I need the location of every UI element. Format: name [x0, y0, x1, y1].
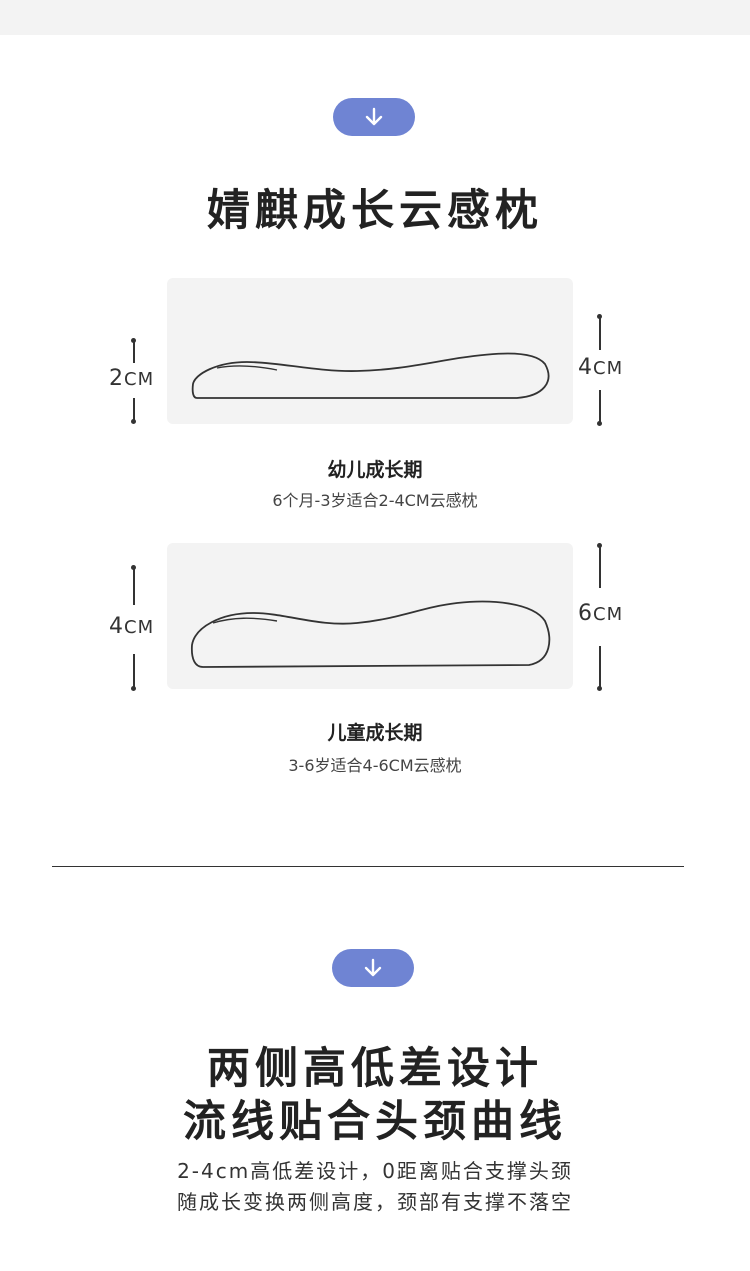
section-title: 婧麒成长云感枕: [207, 186, 543, 236]
dimension-dot: [131, 338, 136, 343]
arrow-down-icon: [365, 107, 383, 126]
dimension-line: [599, 317, 601, 350]
stage-title: 儿童成长期: [327, 722, 423, 744]
section-title-line2: 流线贴合头颈曲线: [183, 1097, 567, 1147]
section-body-line1: 2-4cm高低差设计，0距离贴合支撑头颈: [177, 1159, 573, 1183]
scroll-down-button[interactable]: [333, 98, 415, 136]
top-banner-strip: [0, 0, 750, 35]
pillow-illustration-child: [167, 543, 573, 689]
dimension-line: [133, 568, 135, 605]
stage-title: 幼儿成长期: [327, 459, 423, 481]
dimension-dot: [597, 314, 602, 319]
stage-description: 6个月-3岁适合2-4CM云感枕: [272, 491, 478, 510]
section-divider: [52, 866, 684, 867]
arrow-down-icon: [364, 958, 382, 977]
dimension-line: [599, 546, 601, 588]
dimension-line: [599, 390, 601, 422]
dimension-dot: [131, 565, 136, 570]
dimension-line: [133, 341, 135, 363]
pillow-outline-icon: [191, 352, 550, 399]
pillow-outline-icon: [190, 600, 551, 668]
dimension-line: [599, 646, 601, 688]
left-height-label: 2CM: [109, 366, 155, 391]
dimension-dot: [131, 686, 136, 691]
dimension-dot: [597, 421, 602, 426]
dimension-dot: [597, 543, 602, 548]
section-body-line2: 随成长变换两侧高度，颈部有支撑不落空: [177, 1190, 573, 1214]
dimension-line: [133, 398, 135, 420]
scroll-down-button[interactable]: [332, 949, 414, 987]
right-height-label: 6CM: [578, 601, 624, 626]
dimension-line: [133, 654, 135, 688]
left-height-label: 4CM: [109, 614, 155, 639]
section-title-line1: 两侧高低差设计: [207, 1044, 543, 1094]
stage-description: 3-6岁适合4-6CM云感枕: [288, 756, 462, 775]
pillow-illustration-infant: [167, 278, 573, 424]
right-height-label: 4CM: [578, 355, 624, 380]
dimension-dot: [597, 686, 602, 691]
dimension-dot: [131, 419, 136, 424]
